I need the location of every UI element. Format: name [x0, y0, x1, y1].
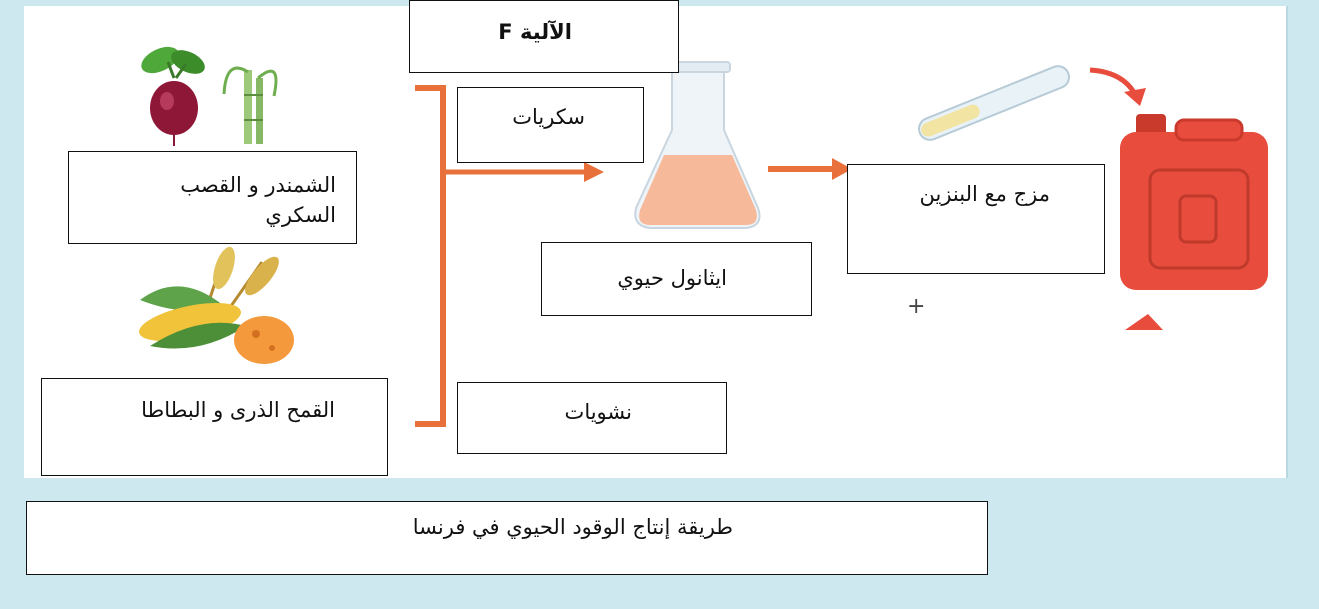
starches-box: نشويات	[457, 382, 727, 454]
bottom-arrow-icon	[1125, 314, 1163, 330]
curved-arrow-head	[1124, 88, 1146, 106]
potato-icon	[234, 316, 294, 364]
bioethanol-box: ايثانول حيوي	[541, 242, 812, 316]
mechanism-label: الآلية F	[498, 20, 572, 44]
arrow-to-flask-head	[584, 162, 604, 182]
grains-potato-box: القمح الذرى و البطاطا	[41, 378, 388, 476]
flask-icon	[634, 61, 761, 229]
diagram-title: طريقة إنتاج الوقود الحيوي في فرنسا	[412, 515, 733, 539]
blend-label: مزج مع البنزين	[919, 182, 1051, 206]
blend-box: مزج مع البنزين	[847, 164, 1105, 274]
arrow-to-blend-head	[832, 158, 852, 180]
sugarcane-icon	[222, 66, 278, 144]
beet-icon	[141, 46, 205, 146]
mechanism-label-box: الآلية F	[409, 0, 679, 73]
beet-cane-line-1: الشمندر و القصب	[180, 173, 336, 197]
bioethanol-label: ايثانول حيوي	[617, 266, 727, 290]
plus-sign: +	[907, 294, 926, 319]
title-box: طريقة إنتاج الوقود الحيوي في فرنسا	[26, 501, 988, 575]
sugars-box: سكريات	[457, 87, 644, 163]
jerrycan-icon	[1120, 114, 1268, 290]
beet-cane-line-2: السكري	[265, 203, 336, 227]
starches-label: نشويات	[564, 400, 632, 424]
source-bracket	[415, 85, 446, 427]
test-tube-icon	[918, 65, 1070, 141]
corn-icon	[139, 286, 246, 349]
sugars-label: سكريات	[512, 105, 585, 129]
beet-cane-box: الشمندر و القصب السكري	[68, 151, 357, 244]
grains-potato-label: القمح الذرى و البطاطا	[141, 398, 335, 422]
